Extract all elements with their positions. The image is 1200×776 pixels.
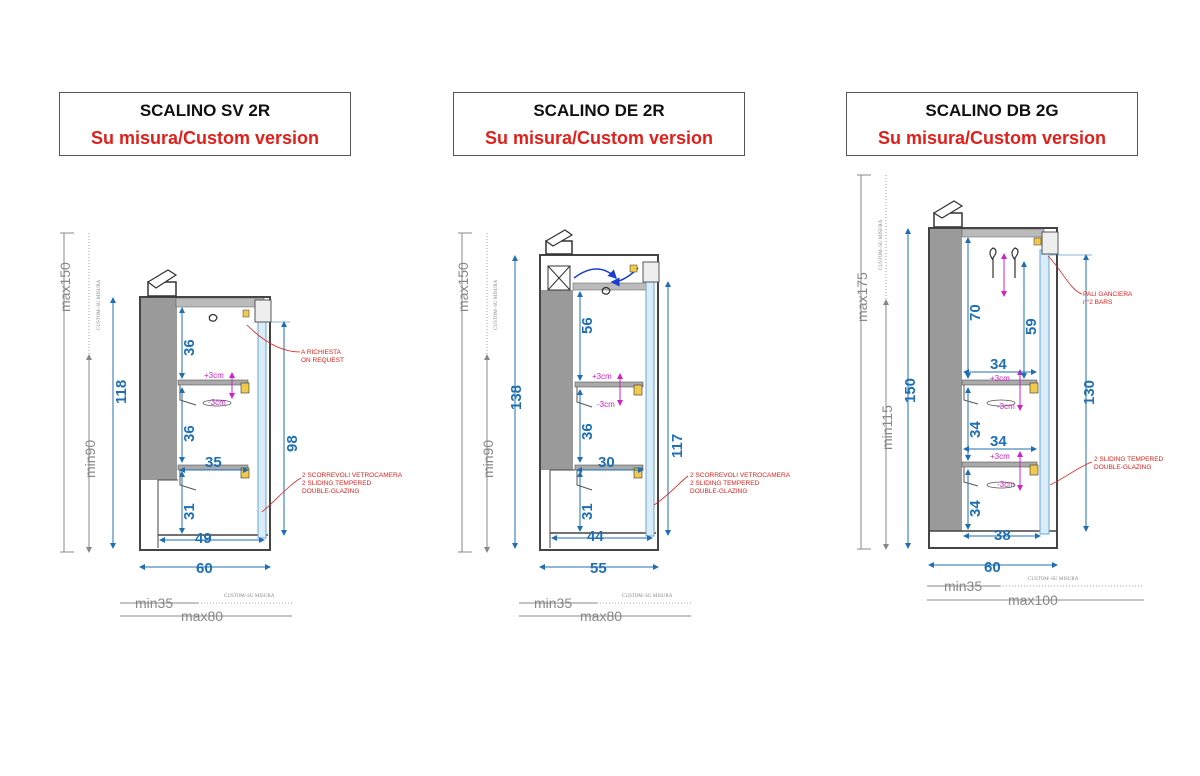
- panel-3-cabinet: [928, 227, 1058, 549]
- panel-3-note-2-line-1: 2 SLIDING TEMPERED: [1094, 456, 1164, 463]
- panel-2-glass: [645, 281, 655, 537]
- panel-2-minus-adjust: -3cm: [597, 400, 615, 409]
- hook-icon: [989, 247, 997, 278]
- panel-1-shelf-upper: [177, 379, 249, 386]
- panel-3-dim-width: 60: [984, 559, 1001, 576]
- panel-3-note-1-line-1: PALI GANCIERA: [1083, 291, 1133, 298]
- panel-1-note-1-line-2: ON REQUEST: [301, 357, 344, 364]
- panel-3-minus-adjust-2: -3cm: [997, 480, 1015, 489]
- panel-2-custom-vertical: CUSTOM–SU MISURA: [494, 279, 499, 330]
- panel-1-note-2-line-2: 2 SLIDING TEMPERED: [302, 480, 372, 487]
- panel-1-dim-top-shelf: 36: [181, 339, 198, 356]
- hook-icon: [208, 313, 218, 322]
- panel-3-drawing: +3cm -3cm +3cm -3cm 150 70 34 34 59 130 …: [854, 174, 1164, 608]
- panel-3-shelf-upper: [961, 379, 1038, 386]
- panel-1-min-width: min35: [135, 595, 173, 611]
- panel-2-max-width: max80: [580, 608, 622, 624]
- panel-3-dim-shelf-2: 34: [990, 433, 1007, 450]
- panel-3-custom-vertical: CUSTOM–SU MISURA: [879, 219, 884, 270]
- panel-2-max-height: max150: [455, 262, 471, 312]
- panel-1-title: SCALINO SV 2R: [139, 101, 271, 120]
- panel-3-minus-adjust-1: -3cm: [997, 402, 1015, 411]
- panel-2-dim-glass-height: 117: [669, 434, 686, 458]
- panel-3-dim-top-right: 59: [1023, 318, 1040, 335]
- panel-1-minus-adjust: -3cm: [208, 398, 226, 407]
- panel-3-shelf-lower: [961, 461, 1038, 468]
- panel-1-plus-adjust: +3cm: [204, 371, 224, 380]
- panel-3-back-wall: [930, 229, 962, 531]
- panel-3-dim-mid-left: 34: [967, 421, 984, 438]
- panel-2-dim-total-height: 138: [508, 385, 525, 410]
- panel-3-note-1-line-2: n°2 BARS: [1083, 298, 1113, 306]
- panel-3-plus-adjust-2: +3cm: [990, 452, 1010, 461]
- panel-1-back-wall: [141, 298, 177, 480]
- panel-1-dim-width: 60: [196, 560, 213, 577]
- panel-1-custom-horizontal: CUSTOM–SU MISURA: [224, 594, 275, 599]
- airflow-arrow-icon: [573, 268, 618, 280]
- panel-2-title: SCALINO DE 2R: [533, 101, 665, 120]
- panel-2-drawing: +3cm -3cm 138 56 36 31 117 30 44 55 max1…: [455, 229, 791, 624]
- panel-1-max-width: max80: [181, 608, 223, 624]
- panel-2-dim-mid-shelf: 36: [579, 423, 596, 440]
- panel-3-plus-adjust-1: +3cm: [990, 374, 1010, 383]
- panel-1-cabinet: [139, 296, 271, 551]
- panel-3-max-height: max175: [854, 272, 870, 322]
- panel-3-subtitle: Su misura/Custom version: [877, 128, 1107, 148]
- panel-2-note-1-line-2: 2 SLIDING TEMPERED: [690, 480, 760, 487]
- panel-2-subtitle: Su misura/Custom version: [484, 128, 714, 148]
- panel-2-min-width: min35: [534, 595, 572, 611]
- panel-3-max-width: max100: [1008, 592, 1058, 608]
- hook-icon: [1011, 247, 1019, 278]
- panel-2-shelf-upper: [574, 381, 644, 388]
- panel-3-dim-total-height: 150: [902, 378, 919, 403]
- panel-1-max-height: max150: [57, 262, 73, 312]
- hook-icon: [601, 286, 611, 295]
- panel-2-dim-shelf-depth: 30: [598, 454, 615, 471]
- panel-1-dim-mid-shelf: 36: [181, 425, 198, 442]
- panel-2-back-wall: [541, 290, 573, 470]
- panel-1-dim-base-depth: 49: [195, 530, 212, 547]
- panel-2-min-height: min90: [480, 440, 496, 478]
- panel-2-note-1-line-3: DOUBLE-GLAZING: [690, 488, 747, 495]
- panel-1-dim-bottom-gap: 31: [181, 503, 198, 520]
- panel-1-drawing: +3cm -3cm 118 36 36 31 98 35 49 60 max15…: [57, 232, 403, 624]
- panel-3-dim-glass-height: 130: [1081, 380, 1098, 405]
- panel-3-dim-shelf-1: 34: [990, 356, 1007, 373]
- panel-1-note-2-line-1: 2 SCORREVOLI VETROCAMERA: [302, 472, 403, 479]
- panel-3-glass: [1039, 249, 1050, 535]
- panel-1-min-height: min90: [82, 440, 98, 478]
- panel-1-glass: [257, 311, 267, 539]
- panel-3-min-height: min115: [879, 405, 895, 450]
- panel-3-min-width: min35: [944, 578, 982, 594]
- panel-3-dim-top-left: 70: [967, 304, 984, 321]
- panel-2-cabinet: [539, 254, 659, 551]
- panel-1-title-box: SCALINO SV 2R Su misura/Custom version: [59, 92, 351, 156]
- panel-2-dim-base-depth: 44: [587, 528, 604, 545]
- panel-2-title-box: SCALINO DE 2R Su misura/Custom version: [453, 92, 745, 156]
- panel-3-title-box: SCALINO DB 2G Su misura/Custom version: [846, 92, 1138, 156]
- panel-1-dim-shelf-depth: 35: [205, 454, 222, 471]
- panel-2-dim-bottom-gap: 31: [579, 503, 596, 520]
- panel-2-dim-top-shelf: 56: [579, 317, 596, 334]
- panel-1-note-2-line-3: DOUBLE-GLAZING: [302, 488, 359, 495]
- panel-1-dim-total-height: 118: [113, 380, 130, 404]
- panel-3-dim-base-depth: 38: [994, 527, 1011, 544]
- panel-3-custom-horizontal: CUSTOM–SU MISURA: [1028, 577, 1079, 582]
- panel-1-subtitle: Su misura/Custom version: [90, 128, 320, 148]
- panel-1-custom-vertical: CUSTOM–SU MISURA: [97, 279, 102, 330]
- panel-1-note-1-line-1: A RICHIESTA: [301, 349, 342, 356]
- panel-2-dim-width: 55: [590, 560, 607, 577]
- panel-3-note-2-line-2: DOUBLE-GLAZING: [1094, 464, 1151, 471]
- panel-2-note-1-line-1: 2 SCORREVOLI VETROCAMERA: [690, 472, 791, 479]
- panel-2-custom-horizontal: CUSTOM–SU MISURA: [622, 594, 673, 599]
- panel-1-dim-glass-height: 98: [284, 435, 301, 452]
- panel-3-dim-bottom-left: 34: [967, 500, 984, 517]
- panel-3-title: SCALINO DB 2G: [925, 101, 1059, 120]
- panel-2-plus-adjust: +3cm: [592, 372, 612, 381]
